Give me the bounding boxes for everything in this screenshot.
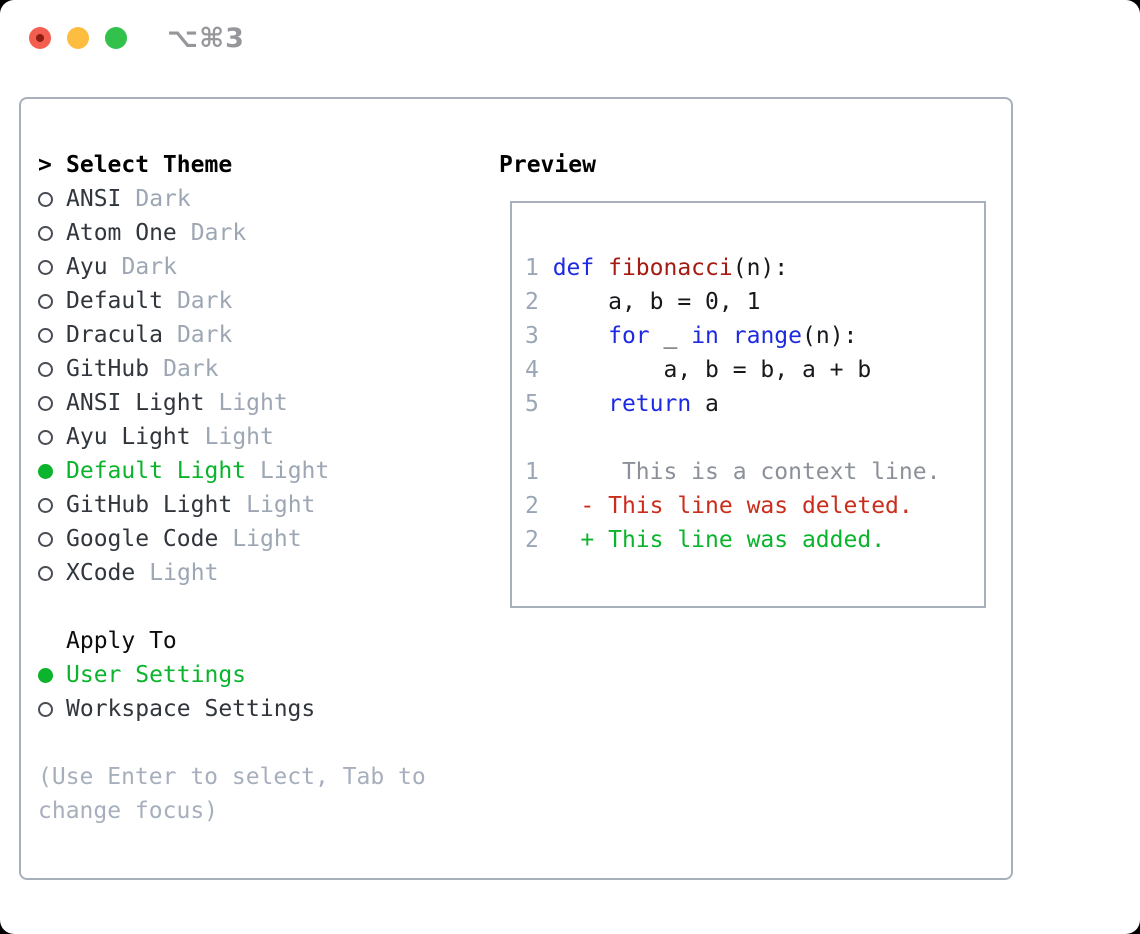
focus-caret-icon: >	[38, 152, 52, 178]
theme-option-default[interactable]: Default Dark	[38, 284, 426, 318]
variant-tag: Dark	[190, 220, 247, 246]
theme-option-github[interactable]: GitHub Dark	[38, 352, 426, 386]
radio-icon	[38, 361, 53, 377]
select-theme-header: > Select Theme	[38, 148, 426, 182]
code-preview: 1 def fibonacci(n): 2 a, b = 0, 1 3 for _ …	[525, 251, 984, 421]
variant-tag: Light	[149, 560, 219, 586]
theme-option-dracula[interactable]: Dracula Dark	[38, 318, 426, 352]
theme-option-atom-one[interactable]: Atom One Dark	[38, 216, 426, 250]
gap	[38, 726, 426, 760]
preview-pane: 1 def fibonacci(n): 2 a, b = 0, 1 3 for _ …	[510, 201, 986, 608]
variant-tag: Dark	[176, 288, 233, 314]
radio-icon	[38, 327, 53, 343]
variant-tag: Dark	[176, 322, 233, 348]
option-label: Default Light	[66, 458, 247, 484]
minimize-button[interactable]	[67, 27, 89, 49]
variant-tag: Light	[204, 424, 274, 450]
radio-icon	[38, 395, 53, 411]
code-line: 4 a, b = b, a + b	[525, 357, 872, 383]
theme-option-ayu-light[interactable]: Ayu Light Light	[38, 420, 426, 454]
option-label: Google Code	[66, 526, 219, 552]
usage-hint: (Use Enter to select, Tab to change focu…	[38, 760, 426, 828]
option-label: GitHub	[66, 356, 150, 382]
radio-icon	[38, 531, 53, 547]
variant-tag: Dark	[163, 356, 219, 382]
zoom-button[interactable]	[105, 27, 127, 49]
theme-option-ansi[interactable]: ANSI Dark	[38, 182, 426, 216]
theme-option-ansi-light[interactable]: ANSI Light Light	[38, 386, 426, 420]
option-label: ANSI	[66, 186, 122, 212]
apply-to-header: Apply To	[38, 624, 426, 658]
radio-icon	[38, 225, 53, 241]
theme-option-xcode[interactable]: XCode Light	[38, 556, 426, 590]
radio-icon	[38, 293, 53, 309]
option-label: Ayu Light	[66, 424, 191, 450]
apply-to-title: Apply To	[66, 628, 177, 654]
variant-tag: Light	[232, 526, 302, 552]
theme-option-ayu[interactable]: Ayu Dark	[38, 250, 426, 284]
code-line: 1 This is a context line.	[525, 459, 941, 485]
option-label: ANSI Light	[66, 390, 205, 416]
window-shortcut-label: ⌥⌘3	[167, 22, 245, 54]
radio-selected-icon	[38, 667, 53, 683]
theme-option-default-light[interactable]: Default Light Light	[38, 454, 426, 488]
code-line: 3 for _ in range(n):	[525, 323, 858, 349]
option-label: Default	[66, 288, 163, 314]
gap	[38, 590, 426, 624]
code-line: 2 - This line was deleted.	[525, 493, 913, 519]
option-label: XCode	[66, 560, 136, 586]
radio-icon	[38, 565, 53, 581]
code-line: 5 return a	[525, 391, 719, 417]
code-line: 1 def fibonacci(n):	[525, 255, 789, 281]
theme-option-google-code[interactable]: Google Code Light	[38, 522, 426, 556]
option-label: Ayu	[66, 254, 108, 280]
preview-title: Preview	[499, 152, 596, 178]
gap	[525, 421, 984, 455]
code-line: 2 a, b = 0, 1	[525, 289, 761, 315]
code-line: 2 + This line was added.	[525, 527, 886, 553]
select-theme-title: Select Theme	[66, 152, 233, 178]
radio-icon	[38, 259, 53, 275]
variant-tag: Light	[246, 492, 316, 518]
apply-option-workspace-settings[interactable]: Workspace Settings	[38, 692, 426, 726]
radio-icon	[38, 497, 53, 513]
radio-icon	[38, 191, 53, 207]
variant-tag: Light	[260, 458, 330, 484]
variant-tag: Dark	[135, 186, 191, 212]
radio-icon	[38, 701, 53, 717]
variant-tag: Light	[218, 390, 288, 416]
option-label: User Settings	[66, 662, 247, 688]
option-label: Atom One	[66, 220, 177, 246]
option-label: Workspace Settings	[66, 696, 316, 722]
variant-tag: Dark	[121, 254, 177, 280]
usage-hint-line: change focus)	[38, 798, 219, 824]
apply-option-user-settings[interactable]: User Settings	[38, 658, 426, 692]
close-button[interactable]	[29, 27, 51, 49]
radio-selected-icon	[38, 463, 53, 479]
usage-hint-line: (Use Enter to select, Tab to	[38, 764, 426, 790]
option-label: Dracula	[66, 322, 163, 348]
option-label: GitHub Light	[66, 492, 233, 518]
radio-icon	[38, 429, 53, 445]
theme-option-github-light[interactable]: GitHub Light Light	[38, 488, 426, 522]
diff-preview: 1 This is a context line. 2 - This line w…	[525, 455, 984, 557]
